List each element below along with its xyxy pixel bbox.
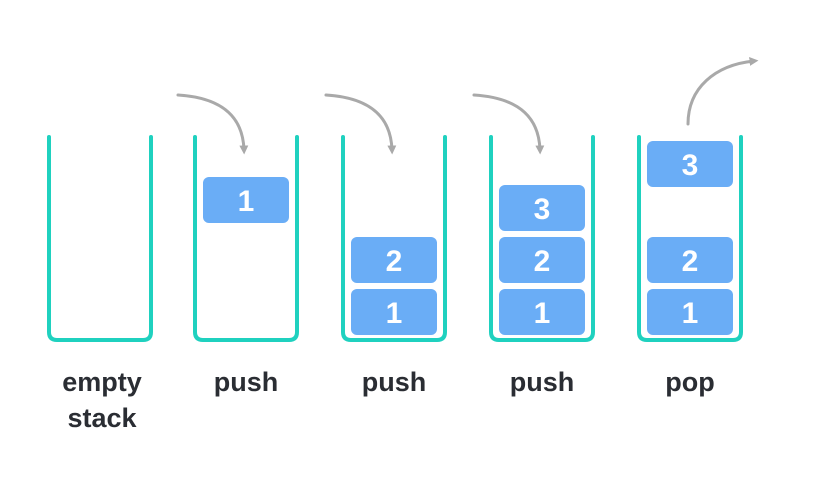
stack-block-label: 2 [386,245,403,278]
stack-block-label: 3 [534,193,551,226]
step-caption-pop: pop [610,364,770,400]
stack-block-body [647,289,733,335]
stack-block-1: 1 [203,177,289,223]
stack-block-body [647,141,733,187]
stack-block-1: 1 [499,289,585,335]
stack-container [489,135,595,342]
caption-line: push [213,367,279,397]
popped-block-3: 3 [647,141,733,187]
pop-arrow-icon [686,56,759,126]
stack-container [637,135,743,342]
caption-line: push [361,367,427,397]
stack-block-1: 1 [351,289,437,335]
stack-block-body [647,237,733,283]
stack-block-body [351,289,437,335]
stack-block-3: 3 [499,185,585,231]
step-caption-push-3: push [462,364,622,400]
stack-block-label: 1 [386,297,403,330]
stack-block-label: 3 [682,149,699,182]
stack-block-label: 1 [682,297,699,330]
stack-block-body [499,289,585,335]
stack-block-label: 1 [238,185,255,218]
caption-line: empty [62,367,142,397]
caption-line: stack [67,403,137,433]
push-arrow-icon [176,93,249,155]
stack-block-body [203,177,289,223]
stack-block-body [351,237,437,283]
step-caption-push-1: push [166,364,326,400]
stack-block-2: 2 [351,237,437,283]
caption-line: pop [665,367,715,397]
push-arrow-icon [472,93,545,155]
stack-block-label: 2 [682,245,699,278]
step-caption-empty-stack: empty stack [22,364,182,436]
caption-line: push [509,367,575,397]
stack-block-2: 2 [499,237,585,283]
stack-container [47,135,153,342]
push-arrow-icon [324,93,397,155]
stack-block-body [499,237,585,283]
stack-block-label: 2 [534,245,551,278]
stack-block-label: 1 [534,297,551,330]
stack-container [341,135,447,342]
stack-block-2: 2 [647,237,733,283]
stack-block-body [499,185,585,231]
stack-block-1: 1 [647,289,733,335]
stack-container [193,135,299,342]
step-caption-push-2: push [314,364,474,400]
